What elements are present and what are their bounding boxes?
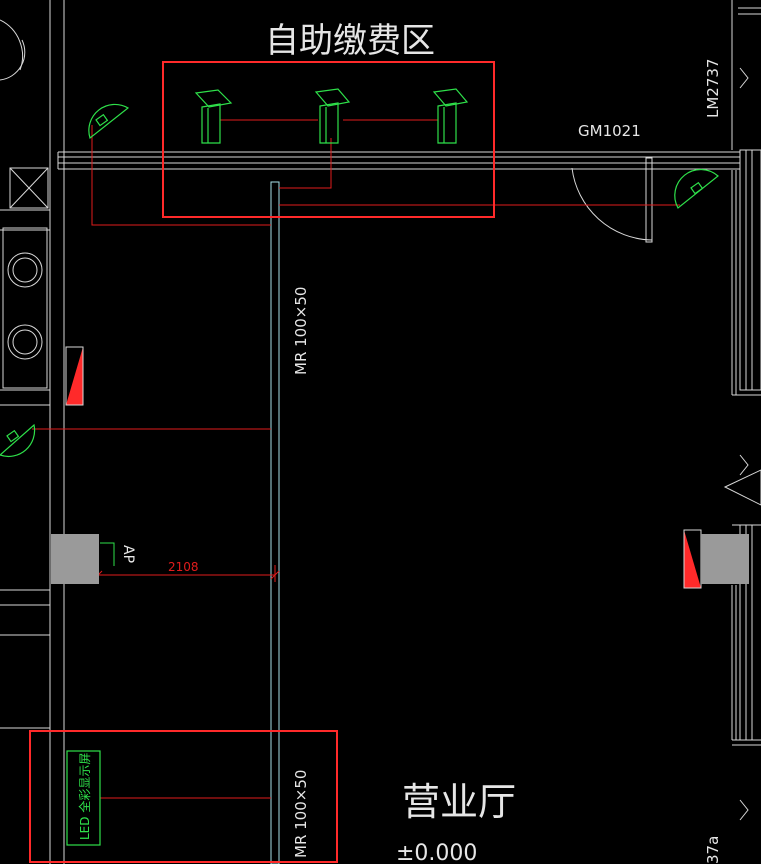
led-screen-zone-box (29, 730, 338, 863)
panel-box-icon (683, 529, 702, 589)
led-screen-label: LED 全彩显示屏 (77, 753, 92, 840)
door-label: GM1021 (578, 122, 641, 140)
camera-icon (0, 423, 36, 458)
top-wall (57, 151, 740, 170)
wash-basin-fixtures (0, 19, 49, 389)
right-wall (723, 0, 761, 821)
hall-elevation: ±0.000 (396, 841, 477, 864)
tray-label: MR 100×50 (292, 770, 310, 858)
led-screen (66, 750, 101, 846)
column (51, 534, 99, 584)
kiosk-icon (194, 89, 233, 144)
dimension-label: 2108 (168, 560, 199, 574)
kiosk-icon (314, 88, 351, 144)
wifi-ap-icon (100, 542, 115, 566)
window-label: LM2737 (704, 59, 722, 118)
panel-box-icon (65, 346, 84, 406)
wiring (32, 119, 680, 799)
self-service-zone-title: 自助缴费区 (265, 21, 435, 61)
hall-title: 营业厅 (402, 780, 516, 824)
tray-label: MR 100×50 (292, 287, 310, 375)
left-wall (0, 0, 65, 864)
edge-fragment-label: 37a (704, 836, 722, 864)
cable-tray (270, 181, 280, 864)
ap-label: AP (120, 545, 136, 563)
door-swing-icon (571, 157, 653, 243)
camera-icon (88, 103, 130, 140)
camera-icon (674, 168, 719, 209)
self-service-zone-box (162, 61, 495, 218)
kiosk-icon (432, 88, 469, 144)
column (701, 534, 749, 584)
